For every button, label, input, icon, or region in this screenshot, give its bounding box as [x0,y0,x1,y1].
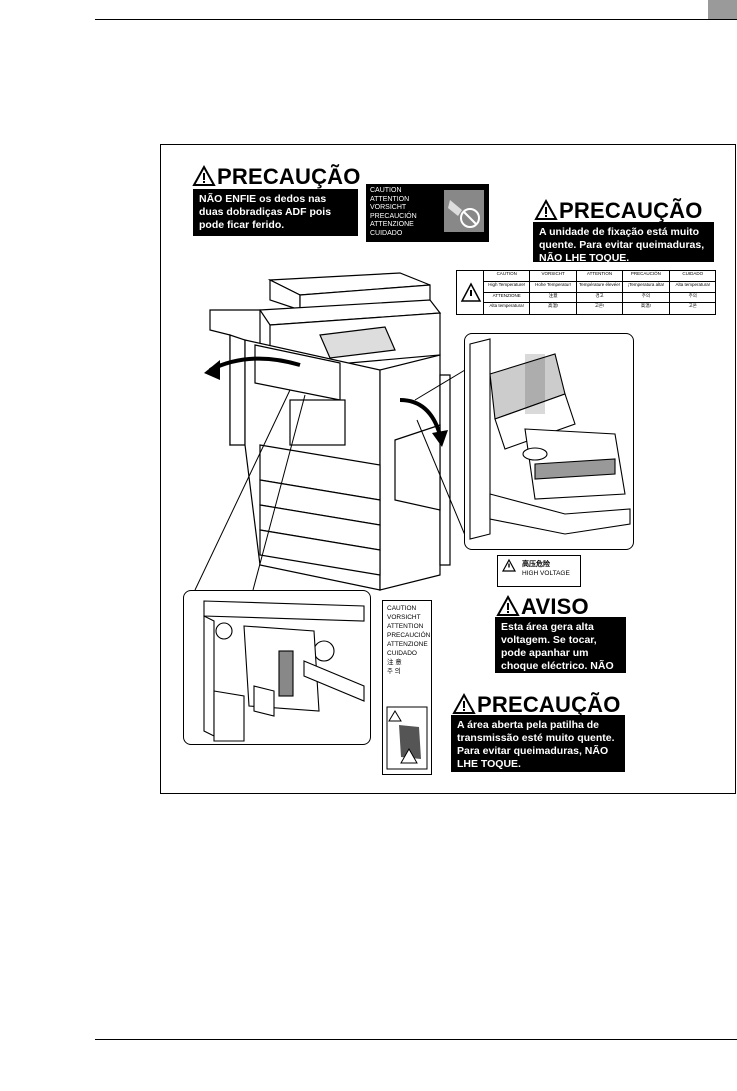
transfer-label-line: 注 意 [387,659,402,666]
fuser-unit-illustration [469,338,631,540]
table-cell: PRECAUCIÓN [623,271,670,282]
table-cell: 注意 [530,292,577,304]
caution-adf-title: PRECAUÇÃO [192,164,361,192]
no-fingers-icon [444,190,484,232]
transfer-label-line: PRECAUCIÓN [387,632,431,639]
warning-triangle-icon [501,558,517,572]
warning-hv-title-text: AVISO [521,594,589,619]
hv-cjk-text: 高压危险 [522,561,550,568]
caution-fuser-title: PRECAUÇÃO [534,198,703,226]
copier-machine-illustration [204,272,451,591]
header-rule [95,19,737,20]
warning-hv-title: AVISO [496,594,589,622]
transfer-label-line: VORSICHT [387,614,421,621]
caution-fuser-title-text: PRECAUÇÃO [559,198,703,223]
transfer-label-line: 주 의 [387,668,401,675]
caution-transfer-title-text: PRECAUÇÃO [477,692,621,717]
adf-label-line: CAUTION [370,187,402,194]
table-cell: Alta temperatura! [484,303,531,314]
warning-triangle-icon [452,692,476,720]
table-cell: High Temperature! [484,281,531,293]
hot-surface-pictogram [386,706,428,770]
table-cell: CUIDADO [669,271,716,282]
transfer-warning-label: CAUTION VORSICHT ATTENTION PRECAUCIÓN AT… [382,600,432,775]
adf-label-line: VORSICHT [370,204,407,211]
high-voltage-label: 高压危险 HIGH VOLTAGE [497,555,581,587]
adf-label-line: ATTENZIONE [370,221,414,228]
transfer-area-illustration [203,600,365,742]
hv-text: HIGH VOLTAGE [522,570,570,577]
warning-hv-text: Esta área gera alta voltagem. Se tocar, … [495,617,626,685]
table-cell: 주의 [669,293,716,304]
warning-triangle-icon [460,282,482,302]
transfer-label-line: CUIDADO [387,650,417,657]
caution-transfer-title: PRECAUÇÃO [452,692,621,720]
adf-label-line: ATTENTION [370,195,410,203]
adf-warning-label: CAUTION ATTENTION VORSICHT PRECAUCIÓN AT… [366,184,489,242]
table-cell: 고온 [688,303,697,309]
fuser-table-grid: CAUTION VORSICHT ATTENTION PRECAUCIÓN CU… [483,271,716,314]
table-cell: ¡Temperatura alta! [623,281,670,293]
figure-frame [160,144,736,794]
warning-triangle-icon [496,594,520,622]
caution-adf-title-text: PRECAUÇÃO [217,164,361,189]
adf-label-line: PRECAUCIÓN [370,212,417,220]
transfer-label-line: ATTENZIONE [387,641,428,648]
table-cell: Température élevée! [576,281,624,293]
transfer-label-line: CAUTION [387,605,417,612]
warning-triangle-icon [534,198,558,226]
table-cell: 주의 [623,292,670,304]
table-cell: 高温! [623,303,670,314]
transfer-detail-inset [183,590,371,745]
adf-label-line: CUIDADO [370,229,403,237]
table-cell: 경고 [576,292,624,304]
table-cell: CAUTION [484,271,531,282]
transfer-label-line: ATTENTION [387,623,424,630]
warning-triangle-icon [192,164,216,192]
table-cell: VORSICHT [530,271,577,282]
caution-fuser-text: A unidade de fixação está muito quente. … [533,222,714,264]
table-cell: ATTENZIONE [484,292,531,304]
caution-transfer-text: A área aberta pela patilha de transmissã… [451,715,625,772]
fuser-warning-table: CAUTION VORSICHT ATTENTION PRECAUCIÓN CU… [456,270,716,315]
table-cell: 고온! [577,303,624,314]
caution-adf-text: NÃO ENFIE os dedos nas duas dobradiças A… [193,189,358,236]
chapter-tab [708,0,737,19]
footer-rule [95,1039,737,1040]
callout-lines [194,369,468,591]
table-cell: Hohe Temperatur! [530,281,577,293]
table-cell: Alta temperatura! [669,282,716,293]
table-cell: 高温! [530,303,577,314]
table-cell: ATTENTION [576,271,624,282]
fuser-detail-inset [464,333,634,550]
